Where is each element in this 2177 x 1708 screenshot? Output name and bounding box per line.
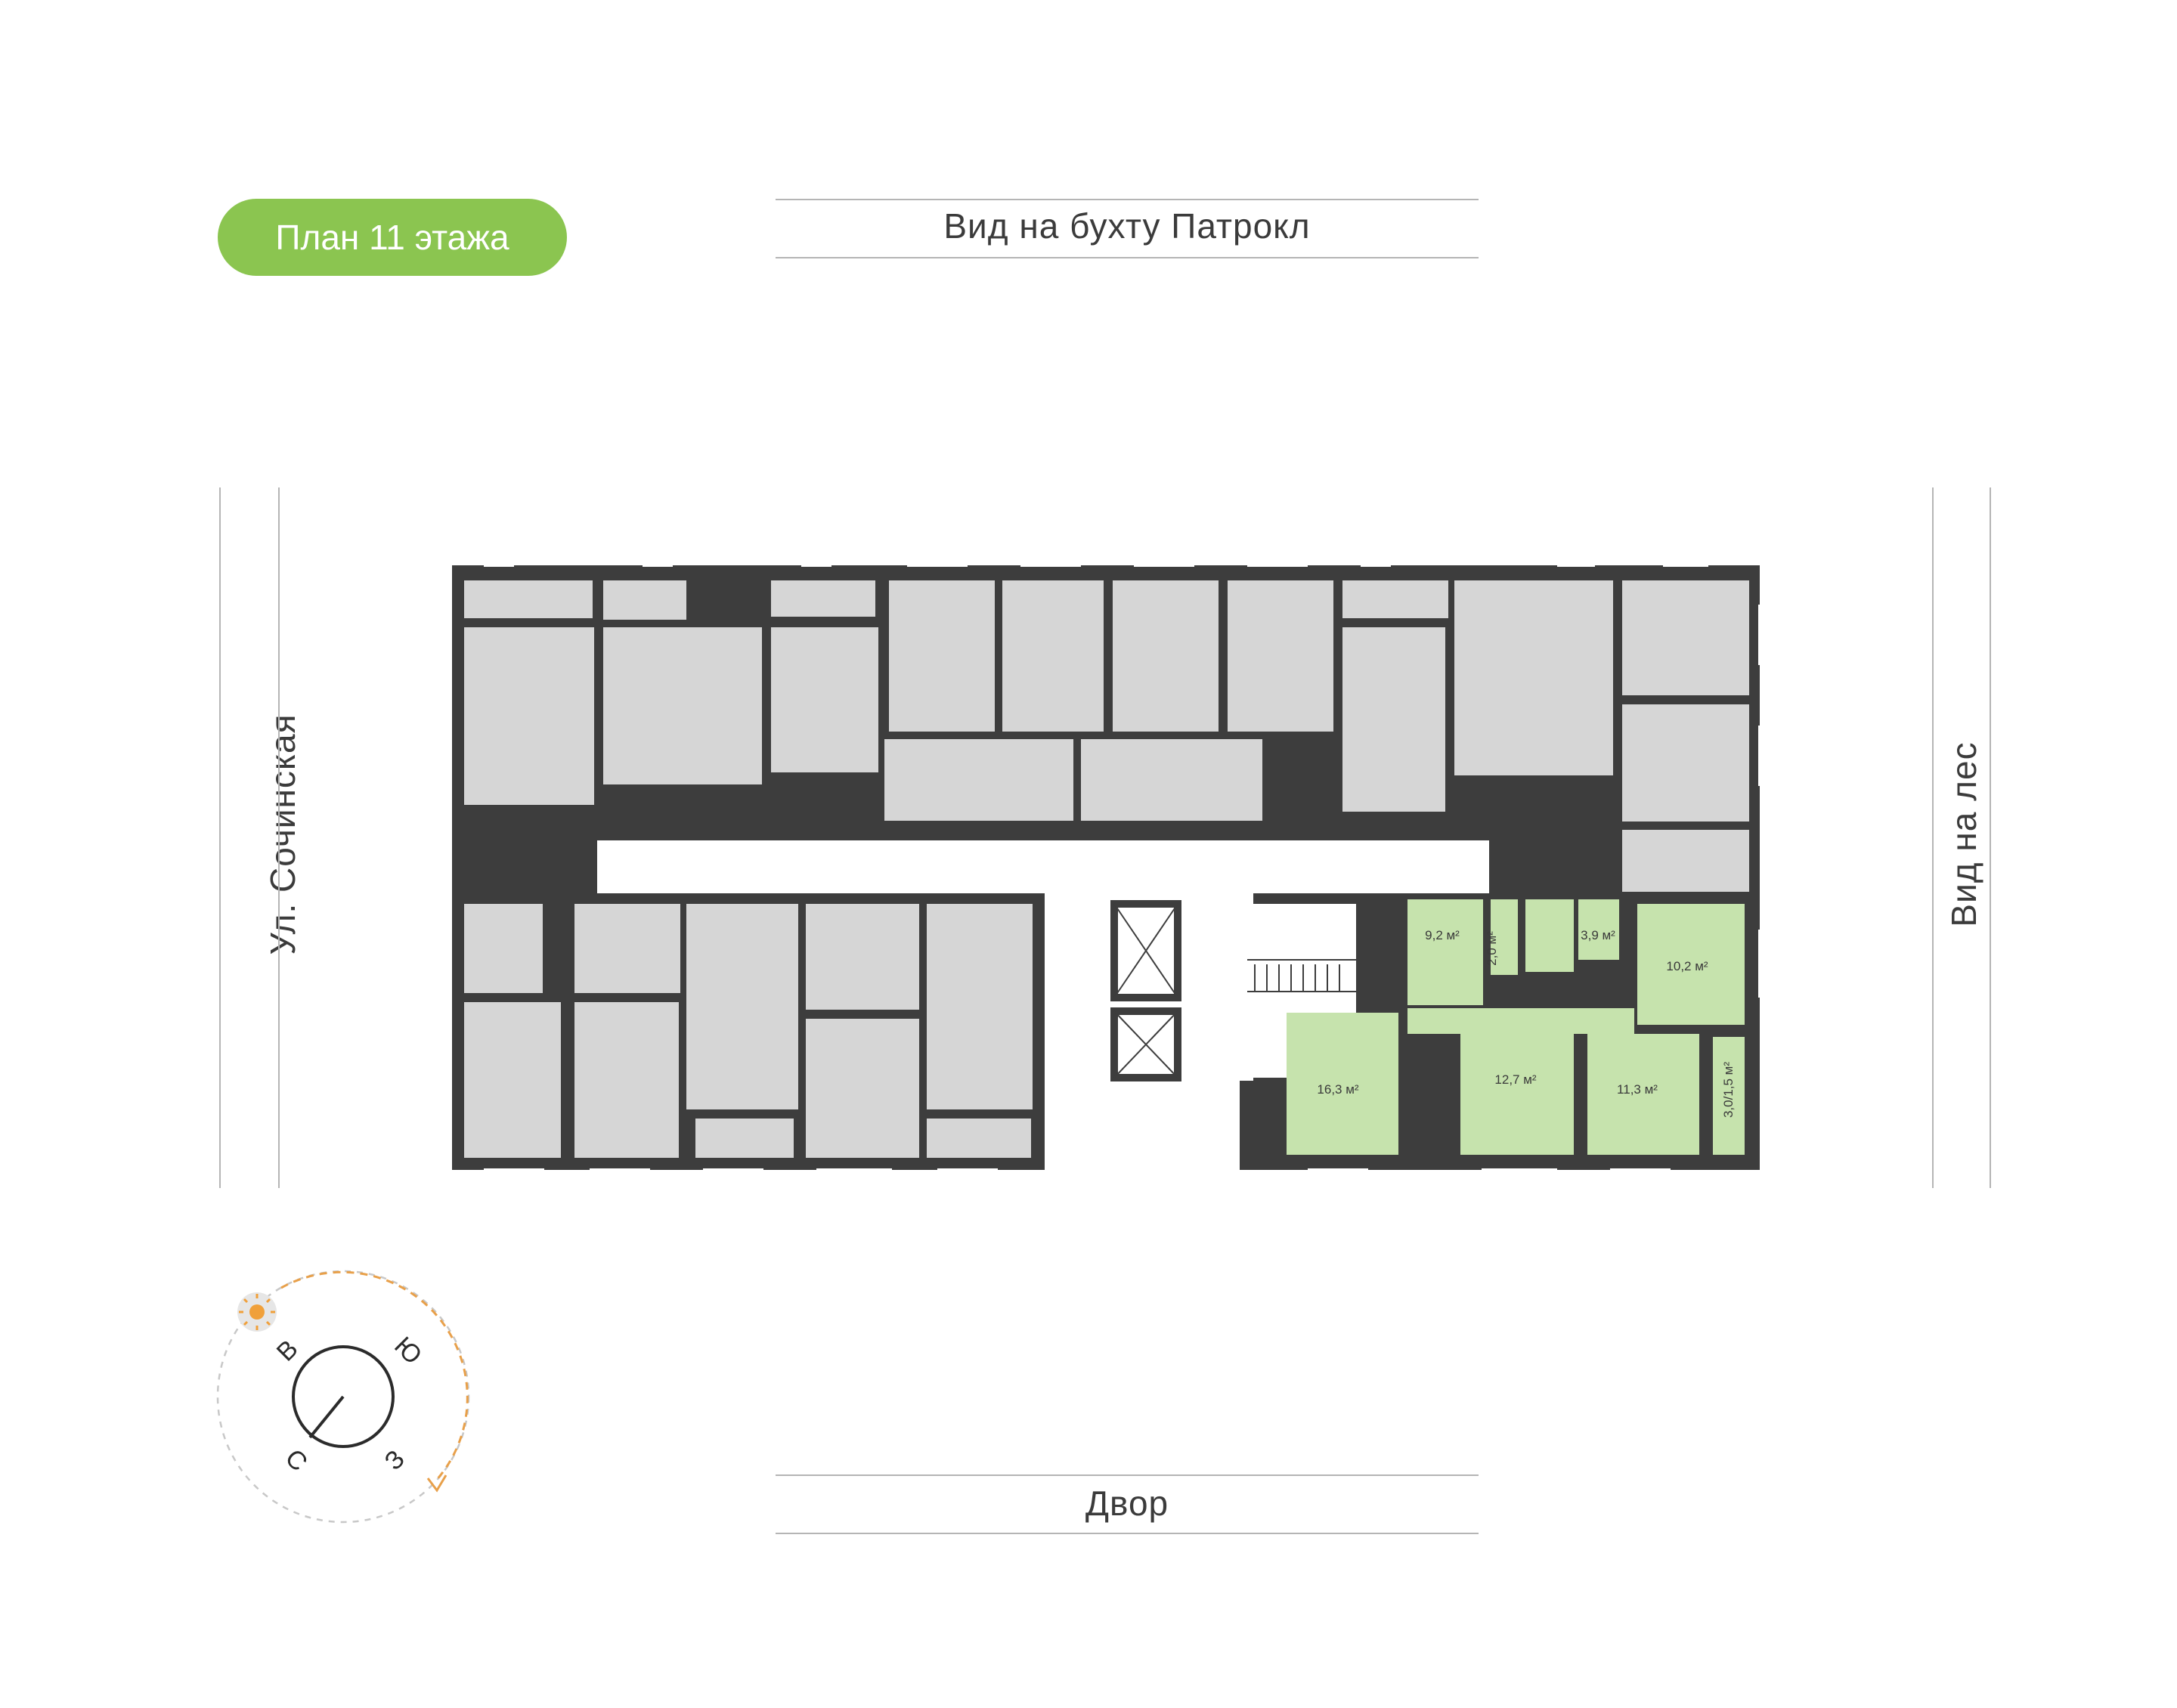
compass-west-label: З: [379, 1445, 410, 1476]
area-label-bedroom-1: 12,7 м²: [1494, 1072, 1536, 1087]
area-label-balcony: 3,0/1,5 м²: [1721, 1062, 1736, 1118]
sun-path-arc: [280, 1270, 469, 1482]
compass-south-label: Ю: [389, 1332, 427, 1370]
left-view-line-inner: [278, 487, 280, 1188]
rooms-north: [464, 580, 1749, 892]
area-label-bathroom-2: 3,9 м²: [1581, 928, 1615, 942]
compass-ring: [292, 1345, 395, 1448]
compass-east-label: В: [271, 1335, 304, 1367]
right-view-line-outer: [1932, 487, 1934, 1188]
right-view-line-inner: [1990, 487, 1991, 1188]
room-area-labels: 16,3 м² 12,7 м² 11,3 м² 10,2 м² 9,2 м² 2…: [1317, 928, 1736, 1118]
top-view-label: Вид на бухту Патрокл: [943, 206, 1311, 246]
top-view-line-lower: [776, 257, 1479, 258]
compass-north-label: С: [280, 1443, 313, 1477]
top-view-line-upper: [776, 199, 1479, 200]
floor-badge: План 11 этажа: [218, 199, 567, 276]
compass-needle: [308, 1395, 345, 1439]
compass-orbit: [216, 1270, 470, 1524]
sun-icon: [237, 1292, 277, 1332]
highlighted-apartment: [1287, 899, 1745, 1155]
area-label-bathroom-1: 2,0 м²: [1485, 931, 1499, 966]
arrow-icon: [426, 1474, 447, 1493]
corridor: [597, 840, 1489, 893]
bottom-view-line-upper: [776, 1474, 1479, 1476]
left-view-line-outer: [219, 487, 221, 1188]
bottom-view-line-lower: [776, 1533, 1479, 1534]
area-label-bedroom-2: 11,3 м²: [1617, 1082, 1658, 1097]
rooms-south: [464, 904, 1033, 1158]
area-label-bedroom-3: 10,2 м²: [1666, 959, 1708, 973]
area-label-kitchen-living: 16,3 м²: [1317, 1082, 1358, 1097]
area-label-hall: 9,2 м²: [1425, 928, 1460, 942]
bottom-view-label: Двор: [1085, 1484, 1169, 1523]
windows: [484, 564, 1761, 1171]
